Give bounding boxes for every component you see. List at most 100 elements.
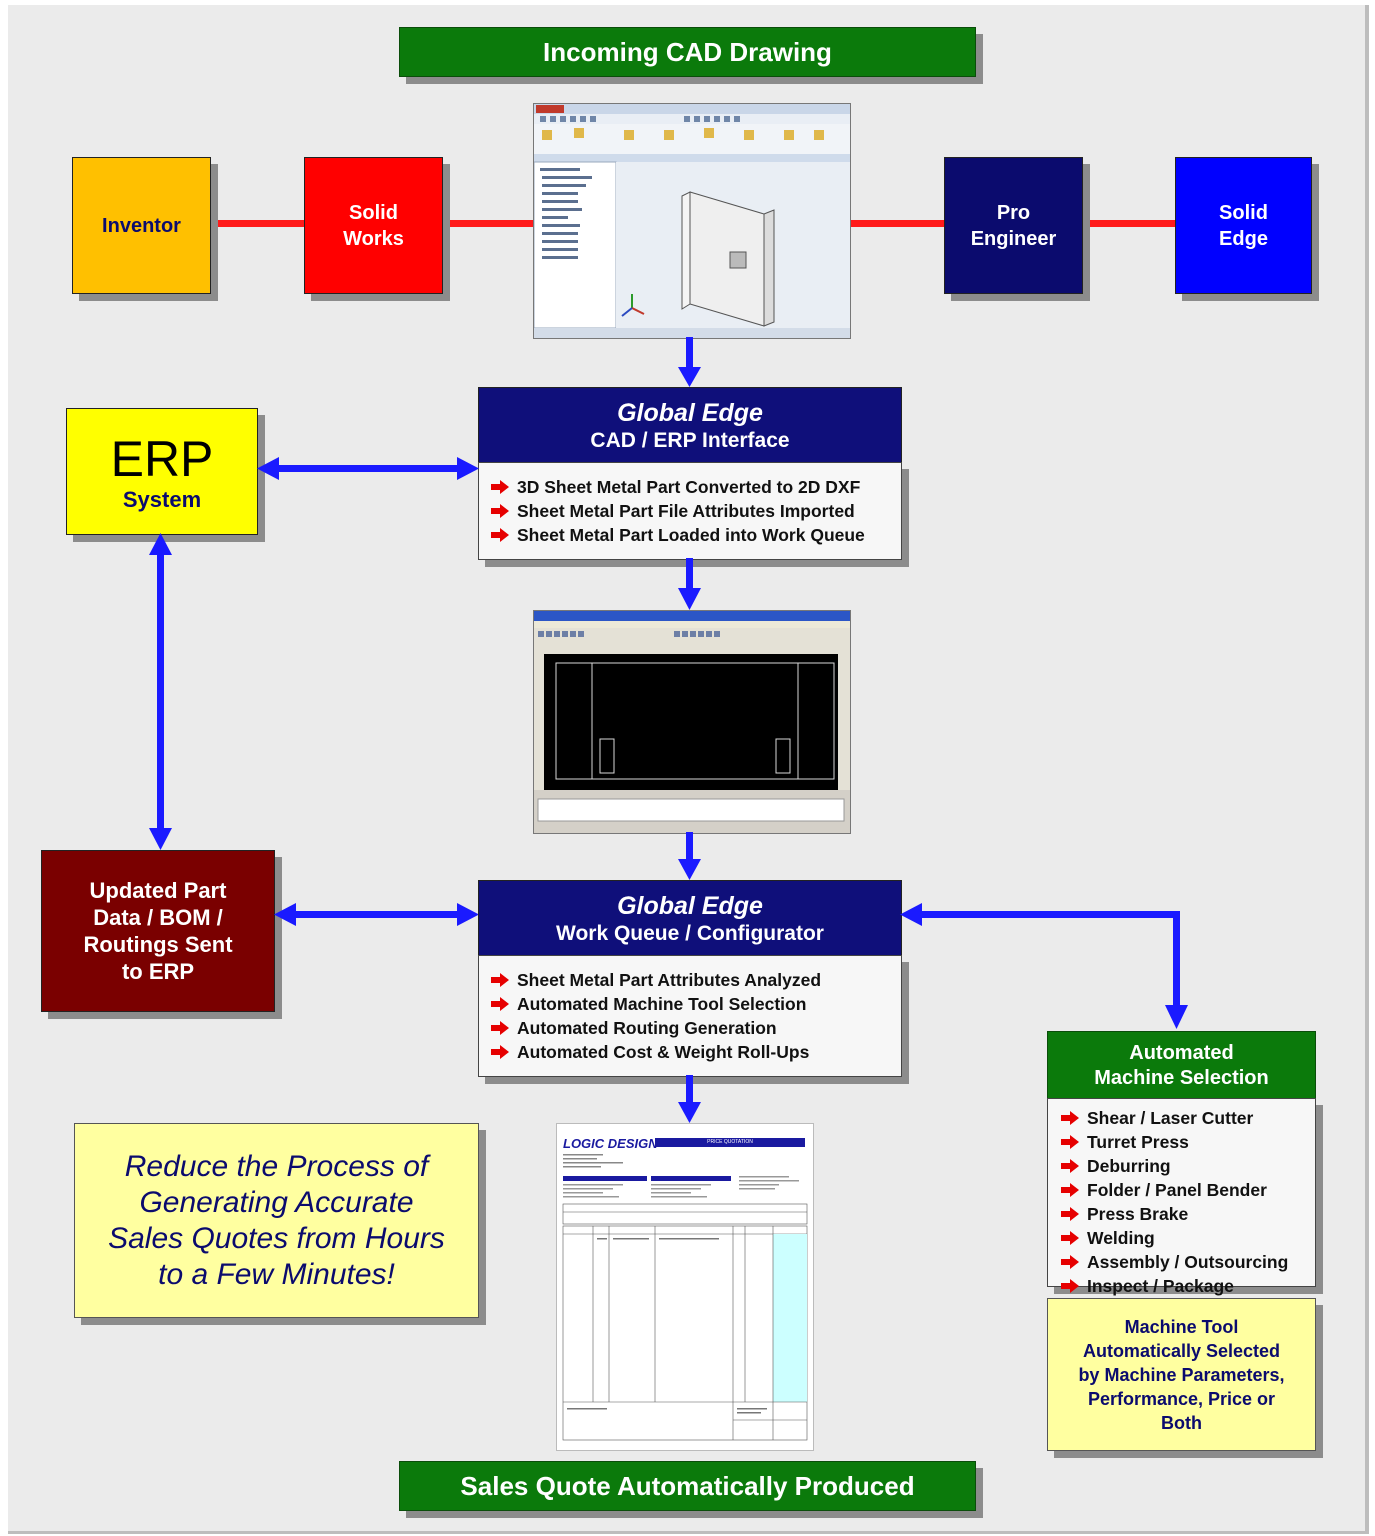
ge-work-queue-header: Global Edge Work Queue / Configurator bbox=[478, 880, 902, 957]
connector-proengineer-solidedge bbox=[1081, 220, 1177, 227]
ge-interface-bullet-text: 3D Sheet Metal Part Converted to 2D DXF bbox=[517, 476, 861, 497]
machine-selection-body: Shear / Laser Cutter Turret Press Deburr… bbox=[1047, 1098, 1316, 1296]
updated-part-line: to ERP bbox=[121, 959, 195, 984]
reduce-note-line: Reduce the Process of bbox=[124, 1149, 429, 1183]
solidworks-screenshot-art bbox=[533, 104, 850, 338]
arrow-updated-part-work-queue bbox=[274, 903, 479, 926]
machine-tool-note-line: by Machine Parameters, bbox=[1078, 1364, 1285, 1385]
arrow-erp-updated-part bbox=[149, 533, 172, 850]
machine-selection-item: Turret Press bbox=[1061, 1130, 1315, 1154]
ge-interface-bullet: 3D Sheet Metal Part Converted to 2D DXF bbox=[491, 475, 901, 499]
machine-selection-item: Welding bbox=[1061, 1226, 1315, 1250]
ge-work-queue-bullet-text: Automated Machine Tool Selection bbox=[517, 993, 807, 1014]
machine-tool-note-line: Performance, Price or bbox=[1087, 1388, 1276, 1409]
machine-selection-item-text: Assembly / Outsourcing bbox=[1087, 1251, 1289, 1272]
sales-quote-banner: Sales Quote Automatically Produced bbox=[399, 1461, 976, 1511]
erp-title: ERP bbox=[110, 430, 214, 487]
updated-part-line: Data / BOM / bbox=[93, 905, 223, 930]
sales-quote-banner-text: Sales Quote Automatically Produced bbox=[460, 1470, 915, 1501]
reduce-note-line: to a Few Minutes! bbox=[158, 1257, 395, 1291]
quote-logo: LOGIC DESIGN bbox=[563, 1136, 658, 1151]
machine-selection-item-text: Inspect / Package bbox=[1087, 1275, 1234, 1296]
machine-selection-title-2: Machine Selection bbox=[1094, 1066, 1269, 1089]
machine-tool-note-line: Machine Tool bbox=[1124, 1316, 1239, 1337]
ge-interface-body: 3D Sheet Metal Part Converted to 2D DXF … bbox=[478, 462, 902, 560]
ge-work-queue-bullet: Automated Routing Generation bbox=[491, 1016, 901, 1040]
machine-selection-item: Deburring bbox=[1061, 1154, 1315, 1178]
ge-work-queue-bullet-text: Sheet Metal Part Attributes Analyzed bbox=[517, 969, 822, 990]
reduce-note-line: Generating Accurate bbox=[139, 1185, 414, 1219]
ge-interface-bullet: Sheet Metal Part Loaded into Work Queue bbox=[491, 523, 901, 547]
machine-tool-note-line: Automatically Selected bbox=[1082, 1340, 1281, 1361]
solidworks-screenshot bbox=[533, 103, 851, 339]
cad-system-proengineer-label-2: Engineer bbox=[970, 227, 1057, 250]
incoming-cad-banner: Incoming CAD Drawing bbox=[399, 27, 976, 77]
red-arrow-icon bbox=[491, 528, 509, 542]
machine-selection-item: Folder / Panel Bender bbox=[1061, 1178, 1315, 1202]
machine-selection-item-text: Shear / Laser Cutter bbox=[1087, 1107, 1254, 1128]
red-arrow-icon bbox=[491, 973, 509, 987]
machine-selection-title-1: Automated bbox=[1129, 1041, 1234, 1064]
connector-screenshot-proengineer bbox=[849, 220, 945, 227]
red-arrow-icon bbox=[1061, 1231, 1079, 1245]
reduce-process-note: Reduce the Process of Generating Accurat… bbox=[74, 1123, 479, 1318]
red-arrow-icon bbox=[1061, 1207, 1079, 1221]
red-arrow-icon bbox=[491, 504, 509, 518]
red-arrow-icon bbox=[491, 480, 509, 494]
red-arrow-icon bbox=[1061, 1255, 1079, 1269]
machine-selection-list: Shear / Laser Cutter Turret Press Deburr… bbox=[1048, 1099, 1315, 1298]
ge-interface-subtitle: CAD / ERP Interface bbox=[590, 429, 790, 452]
machine-selection-header: Automated Machine Selection bbox=[1047, 1031, 1316, 1100]
machine-selection-item-text: Turret Press bbox=[1087, 1131, 1189, 1152]
cad-system-solidedge: Solid Edge bbox=[1175, 157, 1312, 294]
arrow-erp-interface bbox=[257, 457, 479, 480]
ge-interface-bullet-text: Sheet Metal Part Loaded into Work Queue bbox=[517, 524, 865, 545]
ge-interface-bullet-list: 3D Sheet Metal Part Converted to 2D DXF … bbox=[479, 463, 901, 547]
machine-selection-item-text: Deburring bbox=[1087, 1155, 1171, 1176]
red-arrow-icon bbox=[1061, 1183, 1079, 1197]
cad-system-solidworks-label-1: Solid bbox=[349, 201, 398, 224]
ge-work-queue-subtitle: Work Queue / Configurator bbox=[556, 922, 824, 945]
red-arrow-icon bbox=[1061, 1135, 1079, 1149]
arrow-solidworks-to-interface bbox=[678, 337, 701, 387]
machine-selection-item-text: Press Brake bbox=[1087, 1203, 1189, 1224]
autocad-dxf-screenshot bbox=[533, 610, 851, 834]
red-arrow-icon bbox=[491, 1021, 509, 1035]
cad-system-solidedge-label-2: Edge bbox=[1219, 227, 1268, 250]
quote-header: PRICE QUOTATION bbox=[655, 1138, 805, 1147]
ge-interface-title: Global Edge bbox=[617, 399, 763, 427]
machine-tool-note-line: Both bbox=[1161, 1412, 1202, 1433]
updated-part-box: Updated Part Data / BOM / Routings Sent … bbox=[41, 850, 275, 1012]
cad-system-inventor-label: Inventor bbox=[102, 214, 181, 237]
red-arrow-icon bbox=[491, 1045, 509, 1059]
cad-system-inventor: Inventor bbox=[72, 157, 211, 294]
cad-system-proengineer: Pro Engineer bbox=[944, 157, 1083, 294]
red-arrow-icon bbox=[1061, 1159, 1079, 1173]
quote-document-art bbox=[562, 1154, 808, 1441]
updated-part-line: Routings Sent bbox=[83, 932, 233, 957]
machine-selection-item: Press Brake bbox=[1061, 1202, 1315, 1226]
machine-selection-item: Inspect / Package bbox=[1061, 1274, 1315, 1298]
machine-selection-item-text: Folder / Panel Bender bbox=[1087, 1179, 1267, 1200]
connector-inventor-solidworks bbox=[208, 220, 305, 227]
ge-work-queue-title: Global Edge bbox=[617, 892, 763, 920]
cad-system-solidedge-label-1: Solid bbox=[1219, 201, 1268, 224]
ge-work-queue-bullet: Automated Machine Tool Selection bbox=[491, 992, 901, 1016]
cad-system-proengineer-label-1: Pro bbox=[996, 201, 1031, 224]
machine-tool-note: Machine Tool Automatically Selected by M… bbox=[1047, 1298, 1316, 1451]
ge-work-queue-bullet-list: Sheet Metal Part Attributes Analyzed Aut… bbox=[479, 956, 901, 1064]
price-quotation-document: LOGIC DESIGN PRICE QUOTATION bbox=[556, 1123, 814, 1451]
red-arrow-icon bbox=[491, 997, 509, 1011]
updated-part-line: Updated Part bbox=[89, 878, 227, 903]
machine-selection-item: Shear / Laser Cutter bbox=[1061, 1106, 1315, 1130]
incoming-cad-banner-text: Incoming CAD Drawing bbox=[543, 36, 832, 67]
erp-system-box: ERP System bbox=[66, 408, 258, 535]
ge-interface-bullet: Sheet Metal Part File Attributes Importe… bbox=[491, 499, 901, 523]
machine-selection-item-text: Welding bbox=[1087, 1227, 1155, 1248]
red-arrow-icon bbox=[1061, 1111, 1079, 1125]
ge-work-queue-bullet: Sheet Metal Part Attributes Analyzed bbox=[491, 968, 901, 992]
machine-selection-item: Assembly / Outsourcing bbox=[1061, 1250, 1315, 1274]
ge-interface-header: Global Edge CAD / ERP Interface bbox=[478, 387, 902, 464]
ge-work-queue-bullet-text: Automated Routing Generation bbox=[517, 1017, 777, 1038]
reduce-note-line: Sales Quotes from Hours bbox=[108, 1221, 445, 1255]
